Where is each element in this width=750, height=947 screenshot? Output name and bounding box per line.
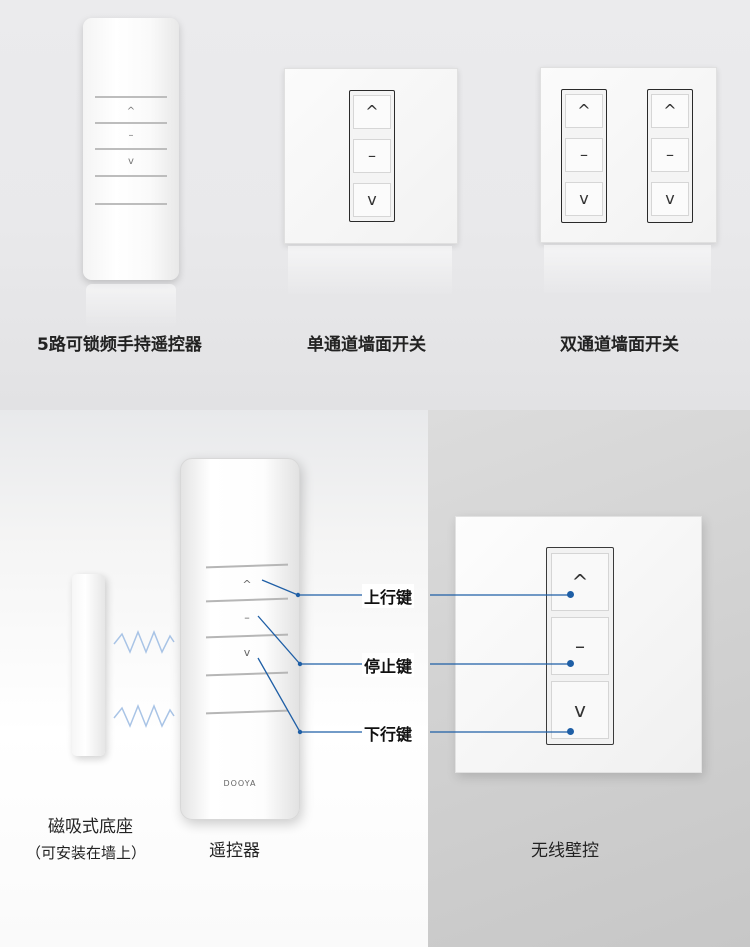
marker-dot-down	[567, 728, 574, 735]
remote-key-divider	[95, 175, 167, 177]
caption-dual-channel: 双通道墙面开关	[560, 335, 679, 355]
caption-wireless-wall-switch: 无线壁控	[531, 841, 599, 861]
down-arrow-icon: v	[128, 156, 134, 167]
down-arrow-icon: v	[243, 646, 251, 659]
remote-key-divider	[95, 96, 167, 98]
switch-reflection	[288, 246, 452, 296]
caption-remote: 遥控器	[209, 841, 260, 861]
up-key: ^	[651, 94, 689, 128]
remote-reflection	[86, 284, 176, 328]
stop-key: –	[353, 139, 391, 173]
brand-logo: DOOYA	[223, 779, 257, 788]
handheld-remote: ^ – v DOOYA	[180, 458, 300, 820]
remote-key-divider	[95, 148, 167, 150]
handheld-remote-5ch: ^ – v	[83, 18, 179, 280]
up-key: ^	[353, 95, 391, 129]
remote-key-divider	[95, 122, 167, 124]
stop-key: –	[651, 138, 689, 172]
stop-key: –	[551, 617, 609, 675]
marker-dot-stop	[567, 660, 574, 667]
marker-dot-up	[567, 591, 574, 598]
up-key: ^	[565, 94, 603, 128]
key-strip: ^ – v	[546, 547, 614, 745]
caption-handheld-remote: 5路可锁频手持遥控器	[37, 335, 202, 355]
stop-dash-icon: –	[244, 611, 250, 624]
label-up-key: 上行键	[362, 584, 415, 608]
down-key: v	[353, 183, 391, 217]
stop-key: –	[565, 138, 603, 172]
up-arrow-icon: ^	[126, 106, 136, 117]
key-strip-left: ^ – v	[561, 89, 607, 223]
remote-key-divider	[95, 203, 167, 205]
label-down-key: 下行键	[362, 721, 415, 745]
down-key: v	[651, 182, 689, 216]
switch-reflection	[544, 245, 711, 295]
single-channel-switch: ^ – v	[284, 68, 458, 244]
top-product-row: ^ – v 5路可锁频手持遥控器 ^ – v 单通道墙面开关 ^ – v ^ –…	[0, 0, 750, 410]
up-key: ^	[551, 553, 609, 611]
magnetic-base	[72, 574, 105, 756]
caption-wall-mountable: （可安装在墙上）	[26, 844, 147, 862]
up-arrow-icon: ^	[242, 578, 252, 591]
wireless-wall-switch: ^ – v	[455, 516, 702, 773]
key-strip: ^ – v	[349, 90, 395, 222]
caption-magnetic-base: 磁吸式底座	[48, 817, 133, 837]
caption-single-channel: 单通道墙面开关	[307, 335, 426, 355]
label-stop-key: 停止键	[362, 653, 415, 677]
stop-dash-icon: –	[128, 130, 134, 141]
signal-wave-icon	[113, 629, 175, 655]
signal-wave-icon	[113, 703, 175, 729]
key-strip-right: ^ – v	[647, 89, 693, 223]
dual-channel-switch: ^ – v ^ – v	[540, 67, 717, 243]
down-key: v	[551, 681, 609, 739]
down-key: v	[565, 182, 603, 216]
